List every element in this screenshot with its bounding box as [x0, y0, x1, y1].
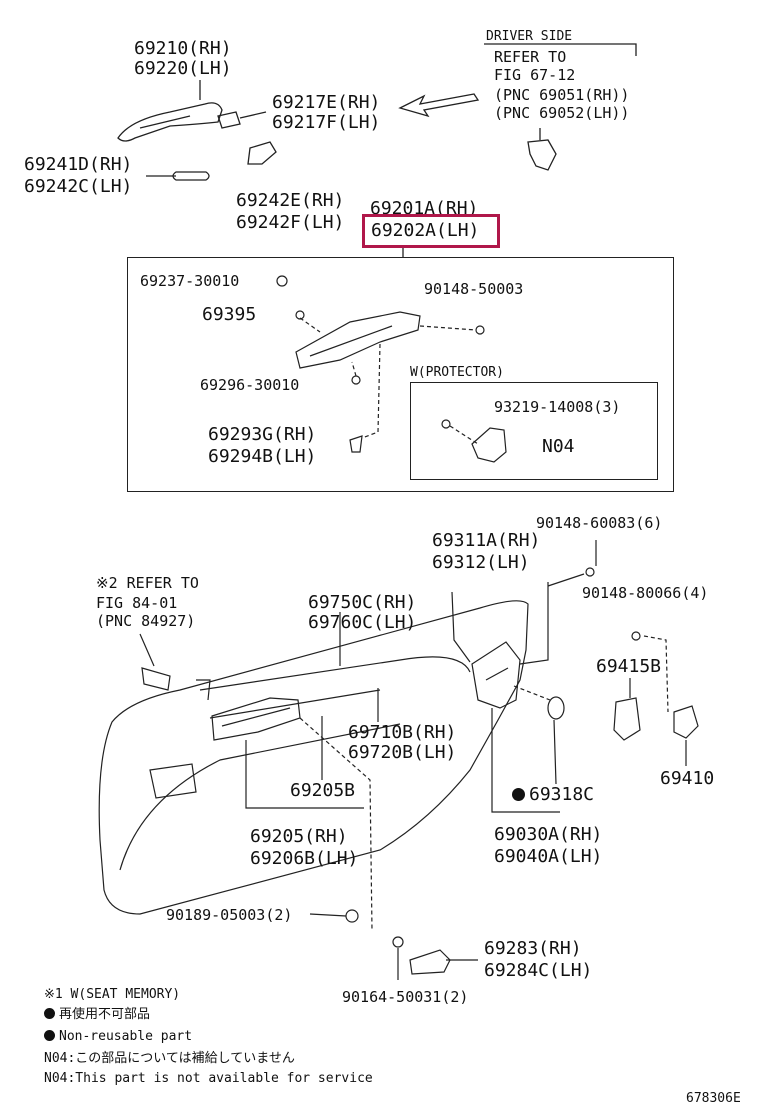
refer-arrow	[398, 93, 480, 118]
label-69040a-lh: 69040A(LH)	[494, 846, 603, 867]
label-69395: 69395	[202, 304, 257, 325]
label-69284c-lh: 69284C(LH)	[484, 960, 593, 981]
label-69201a-rh: 69201A(RH)	[370, 198, 479, 219]
note-dot-2	[44, 1030, 55, 1041]
label-n04: N04	[542, 436, 575, 457]
label-69312-lh: 69312(LH)	[432, 552, 530, 573]
highlighted-part-box[interactable]: 69202A(LH)	[362, 214, 500, 248]
note-dot-1	[44, 1008, 55, 1019]
outside-handle-drawing	[117, 102, 223, 142]
label-69720b-lh: 69720B(LH)	[348, 742, 457, 763]
label-69318c-text: 69318C	[529, 784, 595, 805]
non-reusable-dot	[512, 788, 525, 801]
note-non-reusable-ja-text: 再使用不可部品	[59, 1007, 151, 1022]
protector-drawing	[471, 427, 507, 463]
label-69710b-rh: 69710B(RH)	[348, 722, 457, 743]
gasket-drawing	[247, 141, 277, 165]
label-69415b: 69415B	[596, 656, 662, 677]
label-69202a-lh: 69202A(LH)	[371, 220, 480, 241]
seat-ref-line1: ※2 REFER TO	[96, 574, 199, 592]
inside-handle-drawing	[211, 697, 301, 741]
protector-title: W(PROTECTOR)	[410, 365, 504, 380]
driver-ref-line4: (PNC 69052(LH))	[494, 104, 630, 122]
label-69241d-rh: 69241D(RH)	[24, 154, 133, 175]
driver-ref-line2: FIG 67-12	[494, 66, 576, 84]
note-non-reusable-en-text: Non-reusable part	[59, 1029, 193, 1044]
label-69205b: 69205B	[290, 780, 356, 801]
label-69293g-rh: 69293G(RH)	[208, 424, 317, 445]
label-69030a-rh: 69030A(RH)	[494, 824, 603, 845]
note-seat-memory: ※1 W(SEAT MEMORY)	[44, 987, 181, 1002]
door-lock-drawing	[471, 641, 521, 709]
trim-cover-drawing	[409, 949, 451, 975]
frame-assembly-box	[127, 257, 674, 492]
label-69217e-rh: 69217E(RH)	[272, 92, 381, 113]
door-panel-drawing	[98, 600, 529, 915]
seat-ref-line3: (PNC 84927)	[96, 612, 196, 630]
note-n04-en: N04:This part is not available for servi…	[44, 1071, 373, 1086]
striker-cover-drawing	[613, 697, 641, 741]
label-69760c-lh: 69760C(LH)	[308, 612, 417, 633]
label-69217f-lh: 69217F(LH)	[272, 112, 381, 133]
protector-box	[410, 382, 658, 480]
key-cylinder-drawing	[527, 139, 557, 171]
handle-frame-drawing	[295, 311, 421, 369]
label-90148-60083: 90148-60083(6)	[536, 514, 663, 532]
label-69311a-rh: 69311A(RH)	[432, 530, 541, 551]
label-69410: 69410	[660, 768, 715, 789]
label-69318c: 69318C	[512, 784, 594, 806]
label-69294b-lh: 69294B(LH)	[208, 446, 317, 467]
label-69242c-lh: 69242C(LH)	[24, 176, 133, 197]
note-n04-ja: N04:この部品については補給していません	[44, 1051, 295, 1066]
figure-id: 678306E	[686, 1091, 741, 1106]
label-69242f-lh: 69242F(LH)	[236, 212, 345, 233]
label-90148-80066: 90148-80066(4)	[582, 584, 709, 602]
label-69220-lh: 69220(LH)	[134, 58, 232, 79]
label-69283-rh: 69283(RH)	[484, 938, 582, 959]
label-90189: 90189-05003(2)	[166, 906, 293, 924]
driver-side-header: DRIVER SIDE	[486, 29, 573, 44]
label-93219: 93219-14008(3)	[494, 398, 621, 416]
cap-drawing	[172, 171, 210, 181]
label-69206b-lh: 69206B(LH)	[250, 848, 359, 869]
striker-drawing	[673, 705, 699, 739]
note-non-reusable-ja: 再使用不可部品	[44, 1006, 150, 1023]
label-69296: 69296-30010	[200, 376, 300, 394]
label-69210-rh: 69210(RH)	[134, 38, 232, 59]
label-69205-rh: 69205(RH)	[250, 826, 348, 847]
label-69242e-rh: 69242E(RH)	[236, 190, 345, 211]
note-non-reusable-en: Non-reusable part	[44, 1028, 192, 1045]
label-69750c-rh: 69750C(RH)	[308, 592, 417, 613]
pad-drawing	[217, 111, 241, 129]
label-69237: 69237-30010	[140, 272, 240, 290]
label-90164: 90164-50031(2)	[342, 988, 469, 1006]
driver-ref-line1: REFER TO	[494, 48, 567, 66]
driver-ref-line3: (PNC 69051(RH))	[494, 86, 630, 104]
seat-ref-line2: FIG 84-01	[96, 594, 178, 612]
label-90148-50003: 90148-50003	[424, 280, 524, 298]
